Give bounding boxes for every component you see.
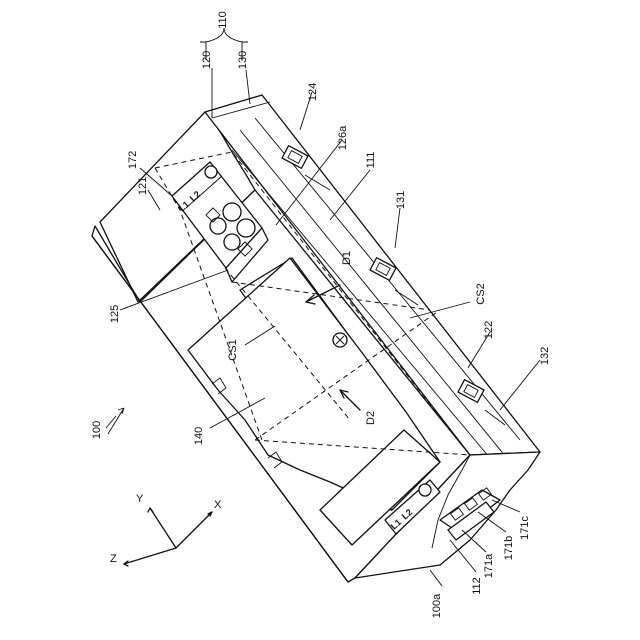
ref-172: 172 xyxy=(127,151,139,169)
coordinate-axes: X Y Z xyxy=(110,493,222,566)
ref-D1: D1 xyxy=(341,251,353,265)
ref-120: 120 xyxy=(201,51,213,69)
ref-111: 111 xyxy=(365,152,377,169)
axis-x-label: X xyxy=(214,499,222,511)
ref-126a: 126a xyxy=(337,125,349,150)
ref-112: 112 xyxy=(471,577,483,595)
ref-171c: 171c xyxy=(519,516,531,540)
ref-100a: 100a xyxy=(431,593,443,618)
ref-171a: 171a xyxy=(483,553,495,578)
ref-D2: D2 xyxy=(365,411,377,425)
ref-CS1: CS1 xyxy=(227,339,239,360)
axis-x-line xyxy=(176,512,212,548)
ref-132: 132 xyxy=(539,347,551,365)
ref-125: 125 xyxy=(109,305,121,323)
ref-CS2: CS2 xyxy=(475,283,487,304)
ref-131: 131 xyxy=(395,191,407,209)
axis-z-label: Z xyxy=(110,553,117,565)
ref-arrow-100 xyxy=(108,408,124,434)
axis-y-label: Y xyxy=(136,493,144,505)
axis-y-arrowhead xyxy=(148,508,153,512)
ref-130: 130 xyxy=(237,51,249,69)
axis-z-line xyxy=(124,548,176,564)
ref-124: 124 xyxy=(307,83,319,101)
ref-100: 100 xyxy=(91,421,103,439)
axis-y-line xyxy=(150,508,176,548)
ref-122: 122 xyxy=(483,321,495,339)
ref-121: 121 xyxy=(137,177,149,195)
ref-110: 110 xyxy=(217,11,229,29)
ref-171b: 171b xyxy=(503,536,515,560)
ref-140: 140 xyxy=(193,427,205,445)
